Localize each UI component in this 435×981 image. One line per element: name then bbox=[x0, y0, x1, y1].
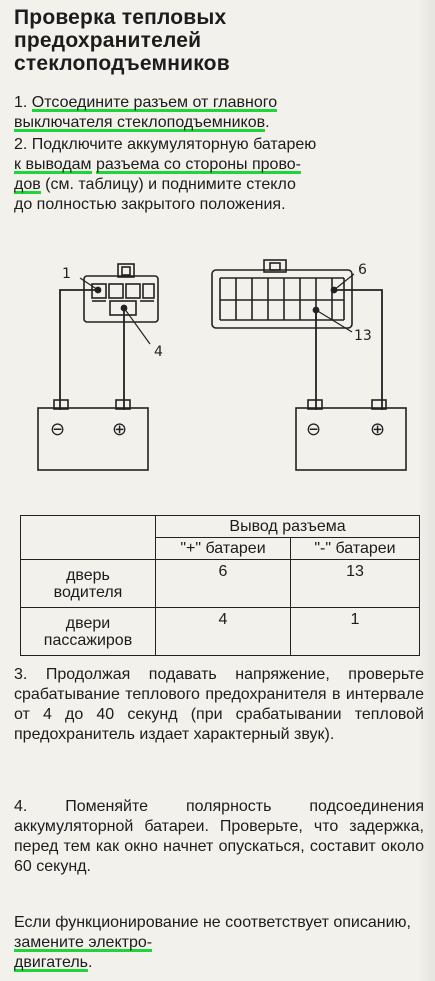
title-line-1: Проверка тепловых bbox=[14, 6, 227, 29]
step-2-line-2: к выводам разъема со стороны прово- bbox=[14, 155, 424, 175]
title-line-2: предохранителей bbox=[14, 29, 202, 52]
pinout-table: Вывод разъема "+" батареи "-" батареи дв… bbox=[20, 515, 420, 656]
closing-highlight-1: замените электро- bbox=[14, 934, 153, 952]
row-plus-value: 6 bbox=[155, 559, 291, 608]
step-2-line-4: до полностью закрытого положения. bbox=[14, 196, 286, 213]
closing-highlight-2: двигатель bbox=[14, 954, 88, 972]
table-corner-cell bbox=[20, 515, 156, 560]
step-4: 4. Поменяйте полярность подсоединения ак… bbox=[14, 798, 424, 875]
left-battery-minus-icon: ⊖ bbox=[50, 419, 65, 440]
step-2-highlight-2: разъема со стороны прово- bbox=[96, 156, 301, 174]
table-row: дверь водителя 6 13 bbox=[20, 559, 420, 608]
left-battery-plus-icon: ⊕ bbox=[112, 419, 127, 440]
page-edge-shadow bbox=[417, 0, 435, 981]
step-2-highlight-3: дов bbox=[14, 176, 41, 194]
step-2-line-1: 2. Подключите аккумуляторную батарею bbox=[14, 136, 317, 153]
row-label: дверь водителя bbox=[20, 559, 156, 608]
table-row: двери пассажиров 4 1 bbox=[20, 607, 420, 656]
step-1-highlight-1: Отсоедините разъем от главного bbox=[31, 94, 278, 112]
step-1-line-1: 1. Отсоедините разъем от главного bbox=[14, 94, 278, 112]
row-minus-value: 13 bbox=[290, 559, 420, 608]
table-header-cell: Вывод разъема bbox=[155, 515, 420, 538]
wiring-diagram: 1 4 6 13 ⊖ ⊕ ⊖ ⊕ bbox=[37, 259, 407, 471]
step-1-line-2: выключателя стеклоподъемников. bbox=[14, 114, 270, 132]
left-connector bbox=[83, 263, 159, 323]
row-minus-value: 1 bbox=[290, 607, 420, 656]
step-3: 3. Продолжая подавать напряжение, провер… bbox=[14, 666, 424, 743]
table-header-row: Вывод разъема bbox=[20, 515, 420, 560]
left-battery bbox=[37, 399, 149, 471]
step-1: 1. Отсоедините разъем от главного выключ… bbox=[14, 93, 424, 133]
row-label: двери пассажиров bbox=[20, 607, 156, 656]
step-2-highlight-1: к выводам bbox=[14, 156, 92, 174]
left-pin-1-label: 1 bbox=[62, 266, 71, 282]
col-minus-header: "-" батареи bbox=[290, 537, 420, 560]
right-battery-minus-icon: ⊖ bbox=[306, 419, 321, 440]
closing-paragraph: Если функционирование не соответствует о… bbox=[14, 914, 411, 972]
table-subheader-row: "+" батареи "-" батареи bbox=[21, 537, 420, 560]
right-battery bbox=[295, 399, 407, 471]
col-plus-header: "+" батареи bbox=[155, 537, 291, 560]
wires bbox=[59, 273, 383, 410]
right-battery-plus-icon: ⊕ bbox=[370, 419, 385, 440]
right-pin-6-label: 6 bbox=[358, 262, 367, 278]
row-plus-value: 4 bbox=[155, 607, 291, 656]
right-pin-13-label: 13 bbox=[354, 328, 372, 344]
page-title: Проверка тепловых предохранителей стекло… bbox=[14, 6, 414, 75]
step-1-highlight-2: выключателя стеклоподъемников bbox=[14, 114, 266, 132]
left-pin-4-label: 4 bbox=[154, 344, 163, 360]
right-connector bbox=[211, 259, 353, 329]
step-2: 2. Подключите аккумуляторную батарею к в… bbox=[14, 135, 424, 215]
step-2-line-3: дов (см. таблицу) и поднимите стекло bbox=[14, 176, 296, 194]
title-line-3: стеклоподъемников bbox=[14, 52, 230, 75]
